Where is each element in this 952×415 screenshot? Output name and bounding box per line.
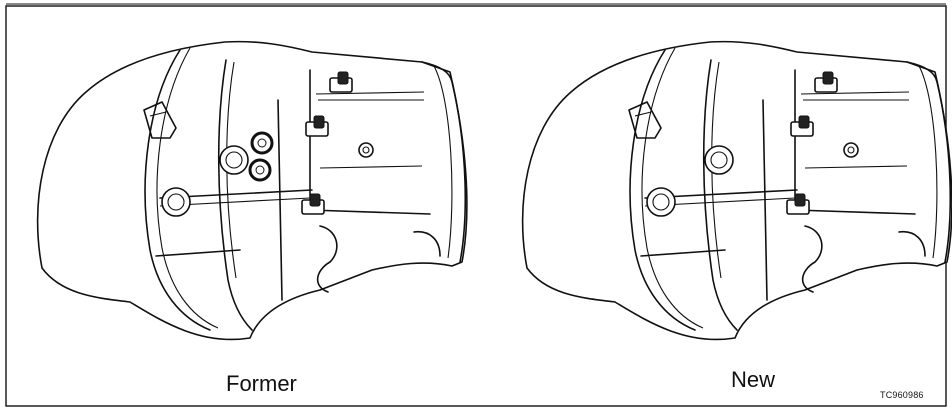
new-housing-drawing	[521, 40, 952, 341]
former-housing-drawing	[36, 40, 468, 341]
figure-code: TC960986	[880, 390, 924, 400]
former-plug-lower	[248, 158, 272, 182]
former-plug-upper	[250, 131, 274, 155]
former-label: Former	[226, 371, 297, 396]
new-label: New	[731, 367, 776, 392]
